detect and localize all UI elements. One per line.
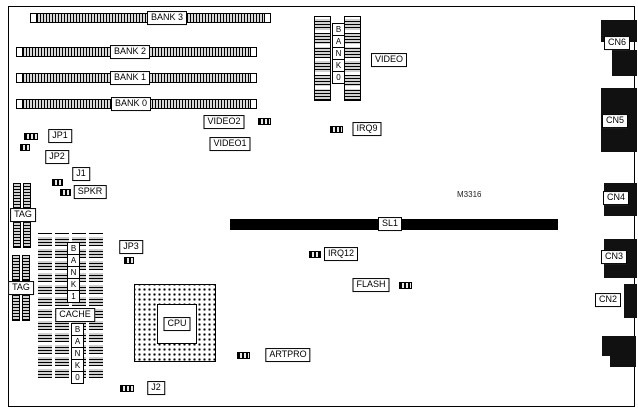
jp2-jumper [20,144,30,151]
spkr-label: SPKR [73,185,107,199]
tag-lower-label: TAG [8,281,34,295]
tag-chip [22,295,30,321]
bank3-label: BANK 3 [146,11,188,25]
jp1-jumper [24,133,38,140]
cache-bank1-vertical-label: B A N K 1 [67,242,80,303]
video1-label: VIDEO1 [209,137,251,151]
cache-label: CACHE [55,308,95,322]
cn6-label: CN6 [603,36,631,50]
jp3-label: JP3 [119,240,143,254]
vertical-letter: 1 [67,290,80,303]
vertical-letter: K [67,278,80,291]
video2-label: VIDEO2 [203,115,245,129]
jp3-jumper [124,257,134,264]
cn5-label: CN5 [601,114,629,128]
artpro-jumper [237,352,250,359]
flash-jumper [399,282,412,289]
tag-chip [13,183,21,209]
jp1-label: JP1 [48,129,72,143]
video2-jumper [258,118,271,125]
cn2-label: CN2 [594,293,622,307]
video-bank0-vertical-label: B A N K 0 [332,23,345,84]
flash-label: FLASH [352,278,390,292]
tag-chip [23,183,31,209]
j1-jumper [52,179,63,186]
tag-chip [23,221,31,248]
cache-bank0-vertical-label: B A N K 0 [71,323,84,384]
bank2-label: BANK 2 [109,45,151,59]
cn3-label: CN3 [600,250,628,264]
tag-chip [12,255,20,281]
connector-cn2 [624,284,637,318]
tag-chip [12,295,20,321]
video-ram-column [314,16,331,101]
j1-label: J1 [72,167,90,181]
irq9-label: IRQ9 [352,122,382,136]
j2-jumper [120,385,134,392]
bank1-label: BANK 1 [109,71,151,85]
video-ram-column [344,16,361,101]
vertical-letter: 0 [71,371,84,384]
irq12-label: IRQ12 [323,247,359,261]
vertical-letter: 0 [332,71,345,84]
cpu-label: CPU [163,317,191,331]
jp2-label: JP2 [45,150,69,164]
spkr-jumper [60,189,71,196]
cn4-label: CN4 [602,191,630,205]
bank0-label: BANK 0 [110,97,152,111]
bottom-right-connector-lower [610,356,636,367]
artpro-label: ARTPRO [265,348,311,362]
sl1-label: SL1 [377,217,403,231]
j2-label: J2 [147,381,165,395]
irq12-jumper [309,251,321,258]
tag-chip [22,255,30,281]
tag-upper-label: TAG [10,208,36,222]
tag-chip [13,221,21,248]
irq9-jumper [330,126,343,133]
connector-cn6-lower [612,50,637,76]
part-number-text: M3316 [457,190,482,199]
bottom-right-connector [602,336,636,356]
cpu-socket [134,284,216,362]
video-label: VIDEO [370,53,408,67]
